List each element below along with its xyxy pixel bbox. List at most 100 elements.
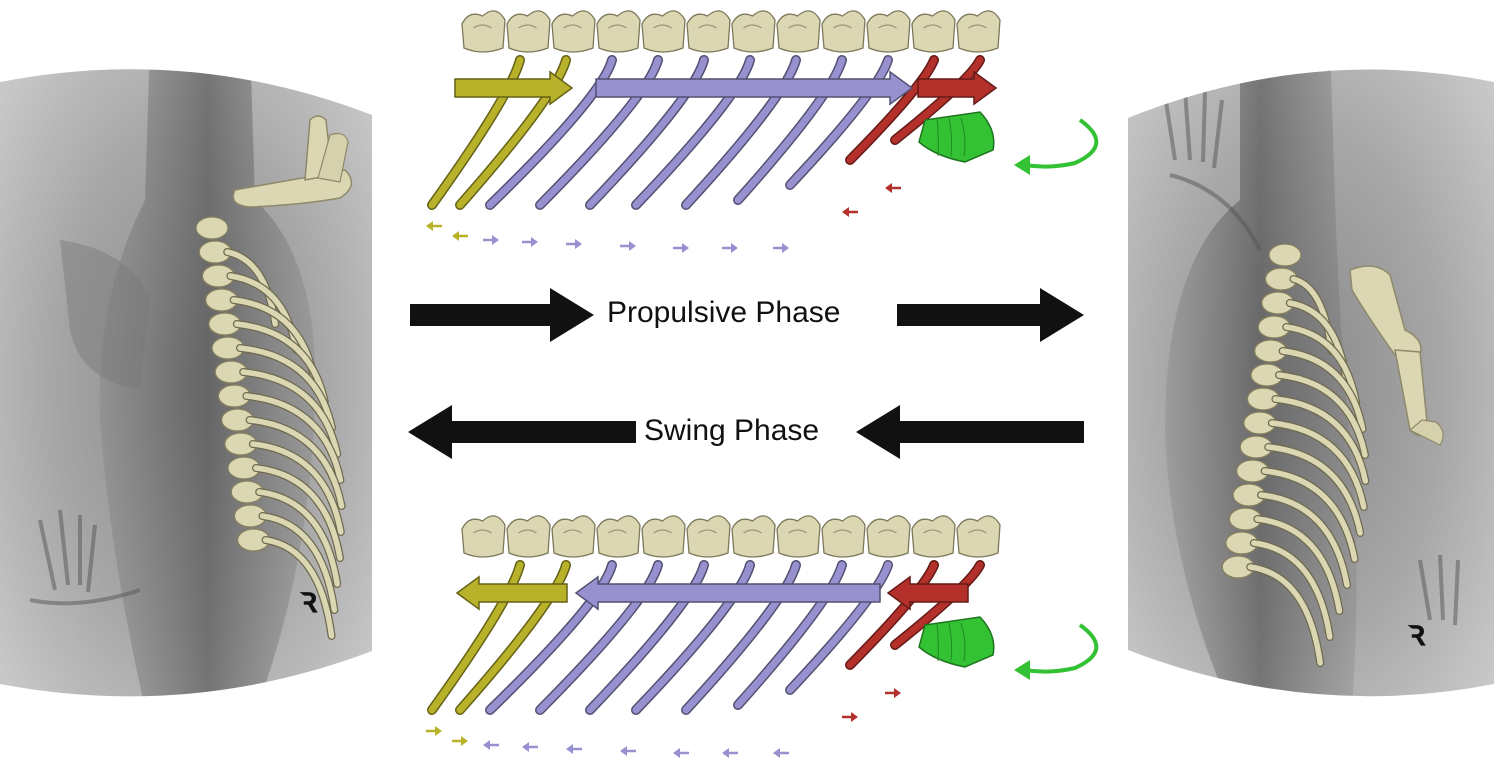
tip-arrow-thoracic-5-head bbox=[682, 243, 689, 253]
skeleton-right bbox=[1221, 243, 1370, 667]
tip-arrow-thoracic-4-head bbox=[620, 746, 627, 756]
rib-4 bbox=[536, 561, 662, 714]
rib-2 bbox=[456, 56, 570, 209]
tip-arrow-pectoral-2-head bbox=[894, 688, 901, 698]
scapula-ridge bbox=[960, 117, 966, 157]
vertebra-ridge bbox=[698, 24, 717, 29]
vertebra bbox=[641, 515, 686, 558]
rib-5 bbox=[586, 56, 708, 209]
rib-9 bbox=[250, 441, 344, 535]
tip-arrow-pectoral-1-head bbox=[842, 207, 849, 217]
rib-12 bbox=[259, 513, 338, 613]
vertebra-ridge bbox=[968, 529, 987, 534]
vertebra-ridge bbox=[563, 24, 582, 29]
scapula-right bbox=[1349, 265, 1444, 446]
swing-arrow-right bbox=[856, 405, 1084, 459]
rib-diagram-propulsive bbox=[426, 10, 1099, 253]
vertebra bbox=[866, 10, 911, 53]
rib-5 bbox=[237, 345, 335, 431]
cervical-block-arrow bbox=[454, 70, 574, 106]
rib-11 bbox=[256, 489, 340, 587]
tip-arrow-cervical-1-head bbox=[435, 726, 442, 736]
vertebra bbox=[686, 10, 731, 53]
rib-8 bbox=[734, 561, 846, 709]
vertebra-ridge bbox=[608, 24, 627, 29]
vertebra-ridge bbox=[653, 24, 672, 29]
scapula-rotation-arrow-curve bbox=[1024, 623, 1099, 674]
rib-6 bbox=[632, 56, 754, 209]
rib-8 bbox=[1265, 444, 1363, 536]
cervical-block-arrow bbox=[455, 575, 568, 611]
tip-arrow-thoracic-5-head bbox=[673, 748, 680, 758]
vertebra-ridge bbox=[788, 24, 807, 29]
tip-arrow-thoracic-4-head bbox=[629, 241, 636, 251]
vertebra bbox=[956, 515, 1001, 558]
rib-1 bbox=[428, 56, 524, 209]
vertebra bbox=[641, 10, 686, 53]
scapula-rotation-arrow-head bbox=[1014, 660, 1030, 680]
rib-11 bbox=[1254, 516, 1343, 614]
vertebral-column bbox=[461, 10, 1001, 53]
marker-glyph-left: ꝛ bbox=[299, 580, 318, 621]
rib-5 bbox=[1276, 372, 1368, 458]
vertebra-ridge bbox=[743, 529, 762, 534]
rib-10 bbox=[253, 465, 343, 561]
hand-silhouette-right bbox=[1163, 89, 1460, 626]
tip-arrow-pectoral-2-head bbox=[885, 183, 892, 193]
rib-4 bbox=[1279, 348, 1366, 432]
vertebra-ridge bbox=[563, 529, 582, 534]
skeleton-left bbox=[195, 216, 346, 640]
rib-7 bbox=[682, 561, 800, 714]
rib-7 bbox=[682, 56, 800, 209]
vertebral-column bbox=[461, 515, 1001, 558]
scapula-ridge bbox=[948, 622, 953, 662]
swing-arrow-left bbox=[408, 405, 636, 459]
vertebra bbox=[911, 10, 956, 53]
rib-6 bbox=[632, 561, 754, 714]
rib-3 bbox=[486, 561, 616, 714]
swing-phase-label: Swing Phase bbox=[644, 414, 820, 447]
vertebra-ridge bbox=[833, 529, 852, 534]
scapula-left bbox=[232, 115, 353, 208]
rib-5 bbox=[586, 561, 708, 714]
tip-arrow-pectoral-1-head bbox=[851, 712, 858, 722]
pectoral-block-arrow bbox=[886, 575, 969, 611]
propulsive-phase-arrows bbox=[410, 288, 1084, 342]
scapula bbox=[918, 616, 995, 668]
vertebra-ridge bbox=[878, 24, 897, 29]
tip-arrow-thoracic-2-head bbox=[522, 742, 529, 752]
vertebra-ridge bbox=[833, 24, 852, 29]
tip-arrow-cervical-2-head bbox=[452, 231, 459, 241]
rib-1 bbox=[428, 561, 524, 714]
rib-9 bbox=[786, 56, 892, 189]
rib-7 bbox=[1269, 420, 1367, 510]
scapula bbox=[918, 111, 995, 163]
vertebra-ridge bbox=[518, 24, 537, 29]
rib-8 bbox=[246, 417, 345, 509]
vertebra-ridge bbox=[608, 529, 627, 534]
rib-13 bbox=[1247, 564, 1323, 666]
swing-phase-arrows bbox=[408, 405, 1084, 459]
vertebra-ridge bbox=[518, 529, 537, 534]
tip-arrow-thoracic-1-head bbox=[483, 740, 490, 750]
tip-arrow-thoracic-6-head bbox=[731, 243, 738, 253]
vertebra-ridge bbox=[743, 24, 762, 29]
vertebra bbox=[776, 515, 821, 558]
pectoral-block-arrow bbox=[917, 70, 998, 106]
tip-arrow-thoracic-2-head bbox=[531, 237, 538, 247]
vertebra bbox=[866, 515, 911, 558]
vertebra-ridge bbox=[923, 24, 942, 29]
vertebra-ridge bbox=[653, 529, 672, 534]
vertebra bbox=[731, 10, 776, 53]
vertebra bbox=[911, 515, 956, 558]
vertebra-ridge bbox=[473, 529, 492, 534]
rib-6 bbox=[1272, 396, 1369, 484]
vertebra bbox=[551, 515, 596, 558]
vertebra bbox=[596, 515, 641, 558]
vertebra bbox=[461, 10, 506, 53]
vertebra bbox=[596, 10, 641, 53]
rib-1 bbox=[1290, 276, 1335, 354]
vertebra bbox=[461, 515, 506, 558]
rib-9 bbox=[786, 561, 892, 694]
tip-arrow-cervical-2-head bbox=[461, 736, 468, 746]
